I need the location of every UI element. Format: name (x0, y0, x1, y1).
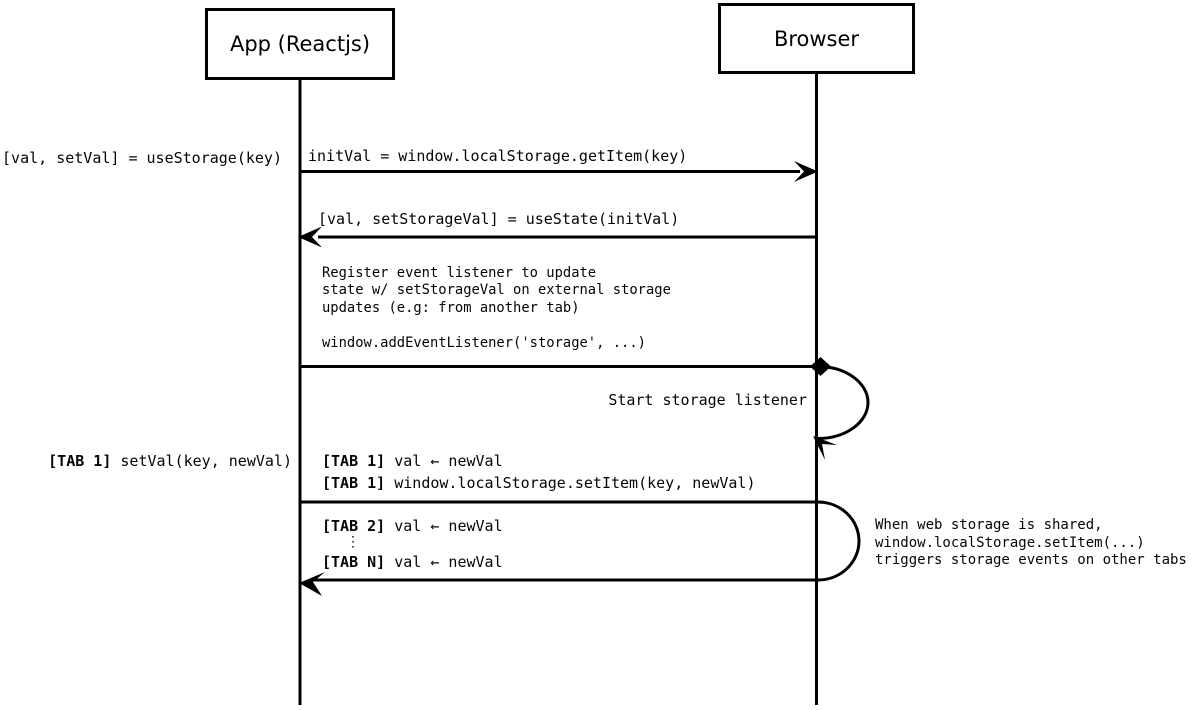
tab1-setitem-prefix: [TAB 1] (322, 474, 386, 492)
vertical-ellipsis-icon: ⋮ (346, 534, 360, 550)
label-getitem: initVal = window.localStorage.getItem(ke… (308, 147, 688, 165)
note-shared-storage: When web storage is shared, window.local… (875, 517, 1187, 569)
actor-browser-label: Browser (773, 26, 860, 51)
row-tab1-assign: [TAB 1] val ← newVal (322, 452, 503, 470)
tab1-setitem-text: window.localStorage.setItem(key, newVal) (385, 474, 756, 492)
row-tab1-setitem: [TAB 1] window.localStorage.setItem(key,… (322, 474, 755, 492)
tab2-assign-prefix: [TAB 2] (322, 517, 386, 535)
label-usestorage-call: [val, setVal] = useStorage(key) (2, 149, 282, 167)
actor-app-box: App (Reactjs) (205, 8, 395, 80)
label-start-storage-listener: Start storage listener (608, 391, 807, 409)
note-register-listener: Register event listener to update state … (322, 265, 671, 351)
tabn-assign-text: val ← newVal (385, 553, 503, 571)
tabn-assign-prefix: [TAB N] (322, 553, 386, 571)
arrowhead-left-icon (298, 226, 322, 248)
self-loop-arc (817, 365, 870, 440)
row-tab2-assign: [TAB 2] val ← newVal (322, 517, 503, 535)
actor-browser-box: Browser (718, 3, 915, 74)
tab2-assign-text: val ← newVal (385, 517, 503, 535)
arrowhead-loop-icon (813, 436, 837, 460)
label-tab1-call: [TAB 1] setVal(key, newVal) (0, 452, 292, 470)
broadcast-arc (817, 500, 861, 582)
label-usestate: [val, setStorageVal] = useState(initVal) (318, 210, 680, 228)
actor-app-label: App (Reactjs) (229, 32, 371, 56)
tab1-assign-prefix: [TAB 1] (322, 452, 386, 470)
tab1-call-text: setVal(key, newVal) (111, 452, 292, 470)
row-tabn-assign: [TAB N] val ← newVal (322, 553, 503, 571)
tab1-assign-text: val ← newVal (385, 452, 503, 470)
arrowhead-right-icon (794, 161, 818, 182)
arrowhead-return-icon (299, 572, 325, 596)
tab1-call-prefix: [TAB 1] (48, 452, 112, 470)
